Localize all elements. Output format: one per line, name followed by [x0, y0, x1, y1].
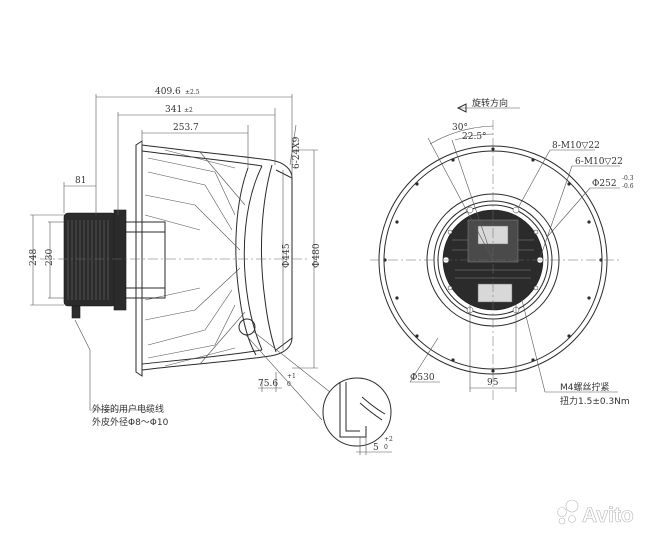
dim-81: 81 — [75, 176, 86, 186]
avito-logo-icon — [557, 499, 579, 525]
detail-view: 5 +2 0 — [322, 377, 393, 455]
dim-341: 341 — [165, 105, 182, 115]
dim-holes: 6-24X9 — [292, 136, 302, 169]
dim-d530: Φ530 — [410, 373, 435, 383]
dim-230: 230 — [45, 249, 55, 266]
note-m4-2: 扭力1.5±0.3Nm — [560, 395, 630, 407]
dim-lip-tol-dn: 0 — [384, 444, 388, 451]
side-view — [40, 140, 310, 377]
avito-watermark: Avito — [557, 499, 634, 527]
dim-75: 75.6 — [258, 379, 278, 389]
dim-95: 95 — [487, 378, 499, 388]
watermark-text: Avito — [582, 504, 634, 527]
dim-m10-6: 6-M10▽22 — [575, 157, 623, 167]
dim-d252: Φ252 — [592, 179, 617, 189]
dim-lip: 5 — [373, 443, 379, 453]
note-m4-1: M4螺丝拧紧 — [560, 381, 610, 393]
dim-d252-tol-dn: -0.6 — [622, 183, 634, 190]
dim-409-tol: ±2.5 — [185, 89, 200, 96]
dim-d252-tol-up: -0.3 — [622, 175, 634, 182]
dim-lip-tol-up: +2 — [384, 436, 393, 443]
dim-253: 253.7 — [173, 123, 199, 133]
dim-angle-22: 22.5° — [462, 132, 487, 142]
dim-angle-30: 30° — [452, 123, 468, 133]
dim-341-tol: ±2 — [184, 107, 193, 114]
dim-409: 409.6 — [155, 87, 181, 97]
note-cable-2: 外皮外径Φ8～Φ10 — [92, 416, 169, 428]
dim-d445: Φ445 — [282, 243, 292, 268]
front-view-dimensions: 旋转方向 30° 22.5° 8-M10▽22 6-M10▽22 Φ252 -0… — [409, 97, 634, 407]
dim-m10-8: 8-M10▽22 — [552, 141, 600, 151]
dim-248: 248 — [29, 249, 39, 266]
rotation-direction-label: 旋转方向 — [472, 97, 508, 109]
dim-75-tol-dn: 0 — [287, 381, 291, 388]
note-cable-1: 外接的用户电缆线 — [92, 403, 164, 415]
side-view-dimensions: 409.6 ±2.5 341 ±2 253.7 81 248 230 Φ445 … — [29, 87, 331, 428]
dim-75-tol-up: +1 — [287, 373, 296, 380]
dim-d480: Φ480 — [312, 243, 322, 268]
